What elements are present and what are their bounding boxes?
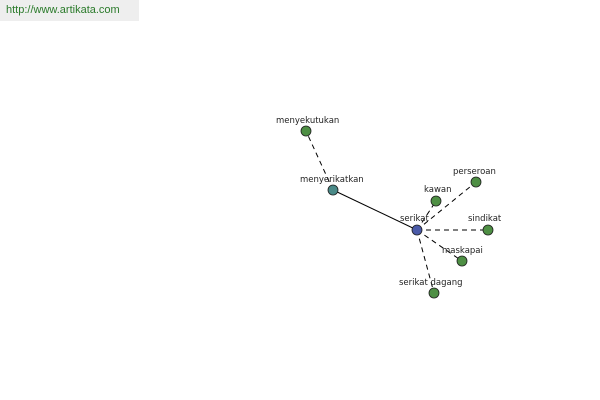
node-label-kawan[interactable]: kawan [424, 185, 452, 195]
node-label-menyerikatkan[interactable]: menyerikatkan [300, 175, 364, 185]
labels-layer: serikat menyerikatkan menyekutukan kawanper… [276, 116, 502, 288]
edges-layer [305, 130, 488, 294]
node-serikat[interactable] [411, 224, 423, 236]
source-url-link[interactable]: http://www.artikata.com [0, 0, 139, 21]
node-label-serikat-dagang[interactable]: serikat dagang [399, 278, 463, 288]
node-label-sindikat[interactable]: sindikat [468, 214, 502, 224]
edge-serikat-to-kawan [416, 200, 437, 231]
edge-serikat-to-perseroan [416, 181, 477, 231]
node-label-serikat[interactable]: serikat [400, 214, 429, 224]
edge-serikat-to-menyerikatkan [332, 189, 418, 231]
node-kawan[interactable] [430, 195, 442, 207]
nodes-layer [300, 125, 494, 299]
node-perseroan[interactable] [470, 176, 482, 188]
node-serikat-dagang[interactable] [428, 287, 440, 299]
node-menyekutukan[interactable] [300, 125, 312, 137]
node-label-maskapai[interactable]: maskapai [442, 246, 483, 256]
edge-serikat-to-serikat-dagang [416, 229, 435, 294]
node-menyerikatkan[interactable] [327, 184, 339, 196]
edge-serikat-to-maskapai [416, 229, 463, 262]
node-maskapai[interactable] [456, 255, 468, 267]
node-label-menyekutukan[interactable]: menyekutukan [276, 116, 339, 126]
node-label-perseroan[interactable]: perseroan [453, 167, 496, 177]
node-sindikat[interactable] [482, 224, 494, 236]
edge-menyerikatkan-to-menyekutukan [305, 130, 334, 191]
